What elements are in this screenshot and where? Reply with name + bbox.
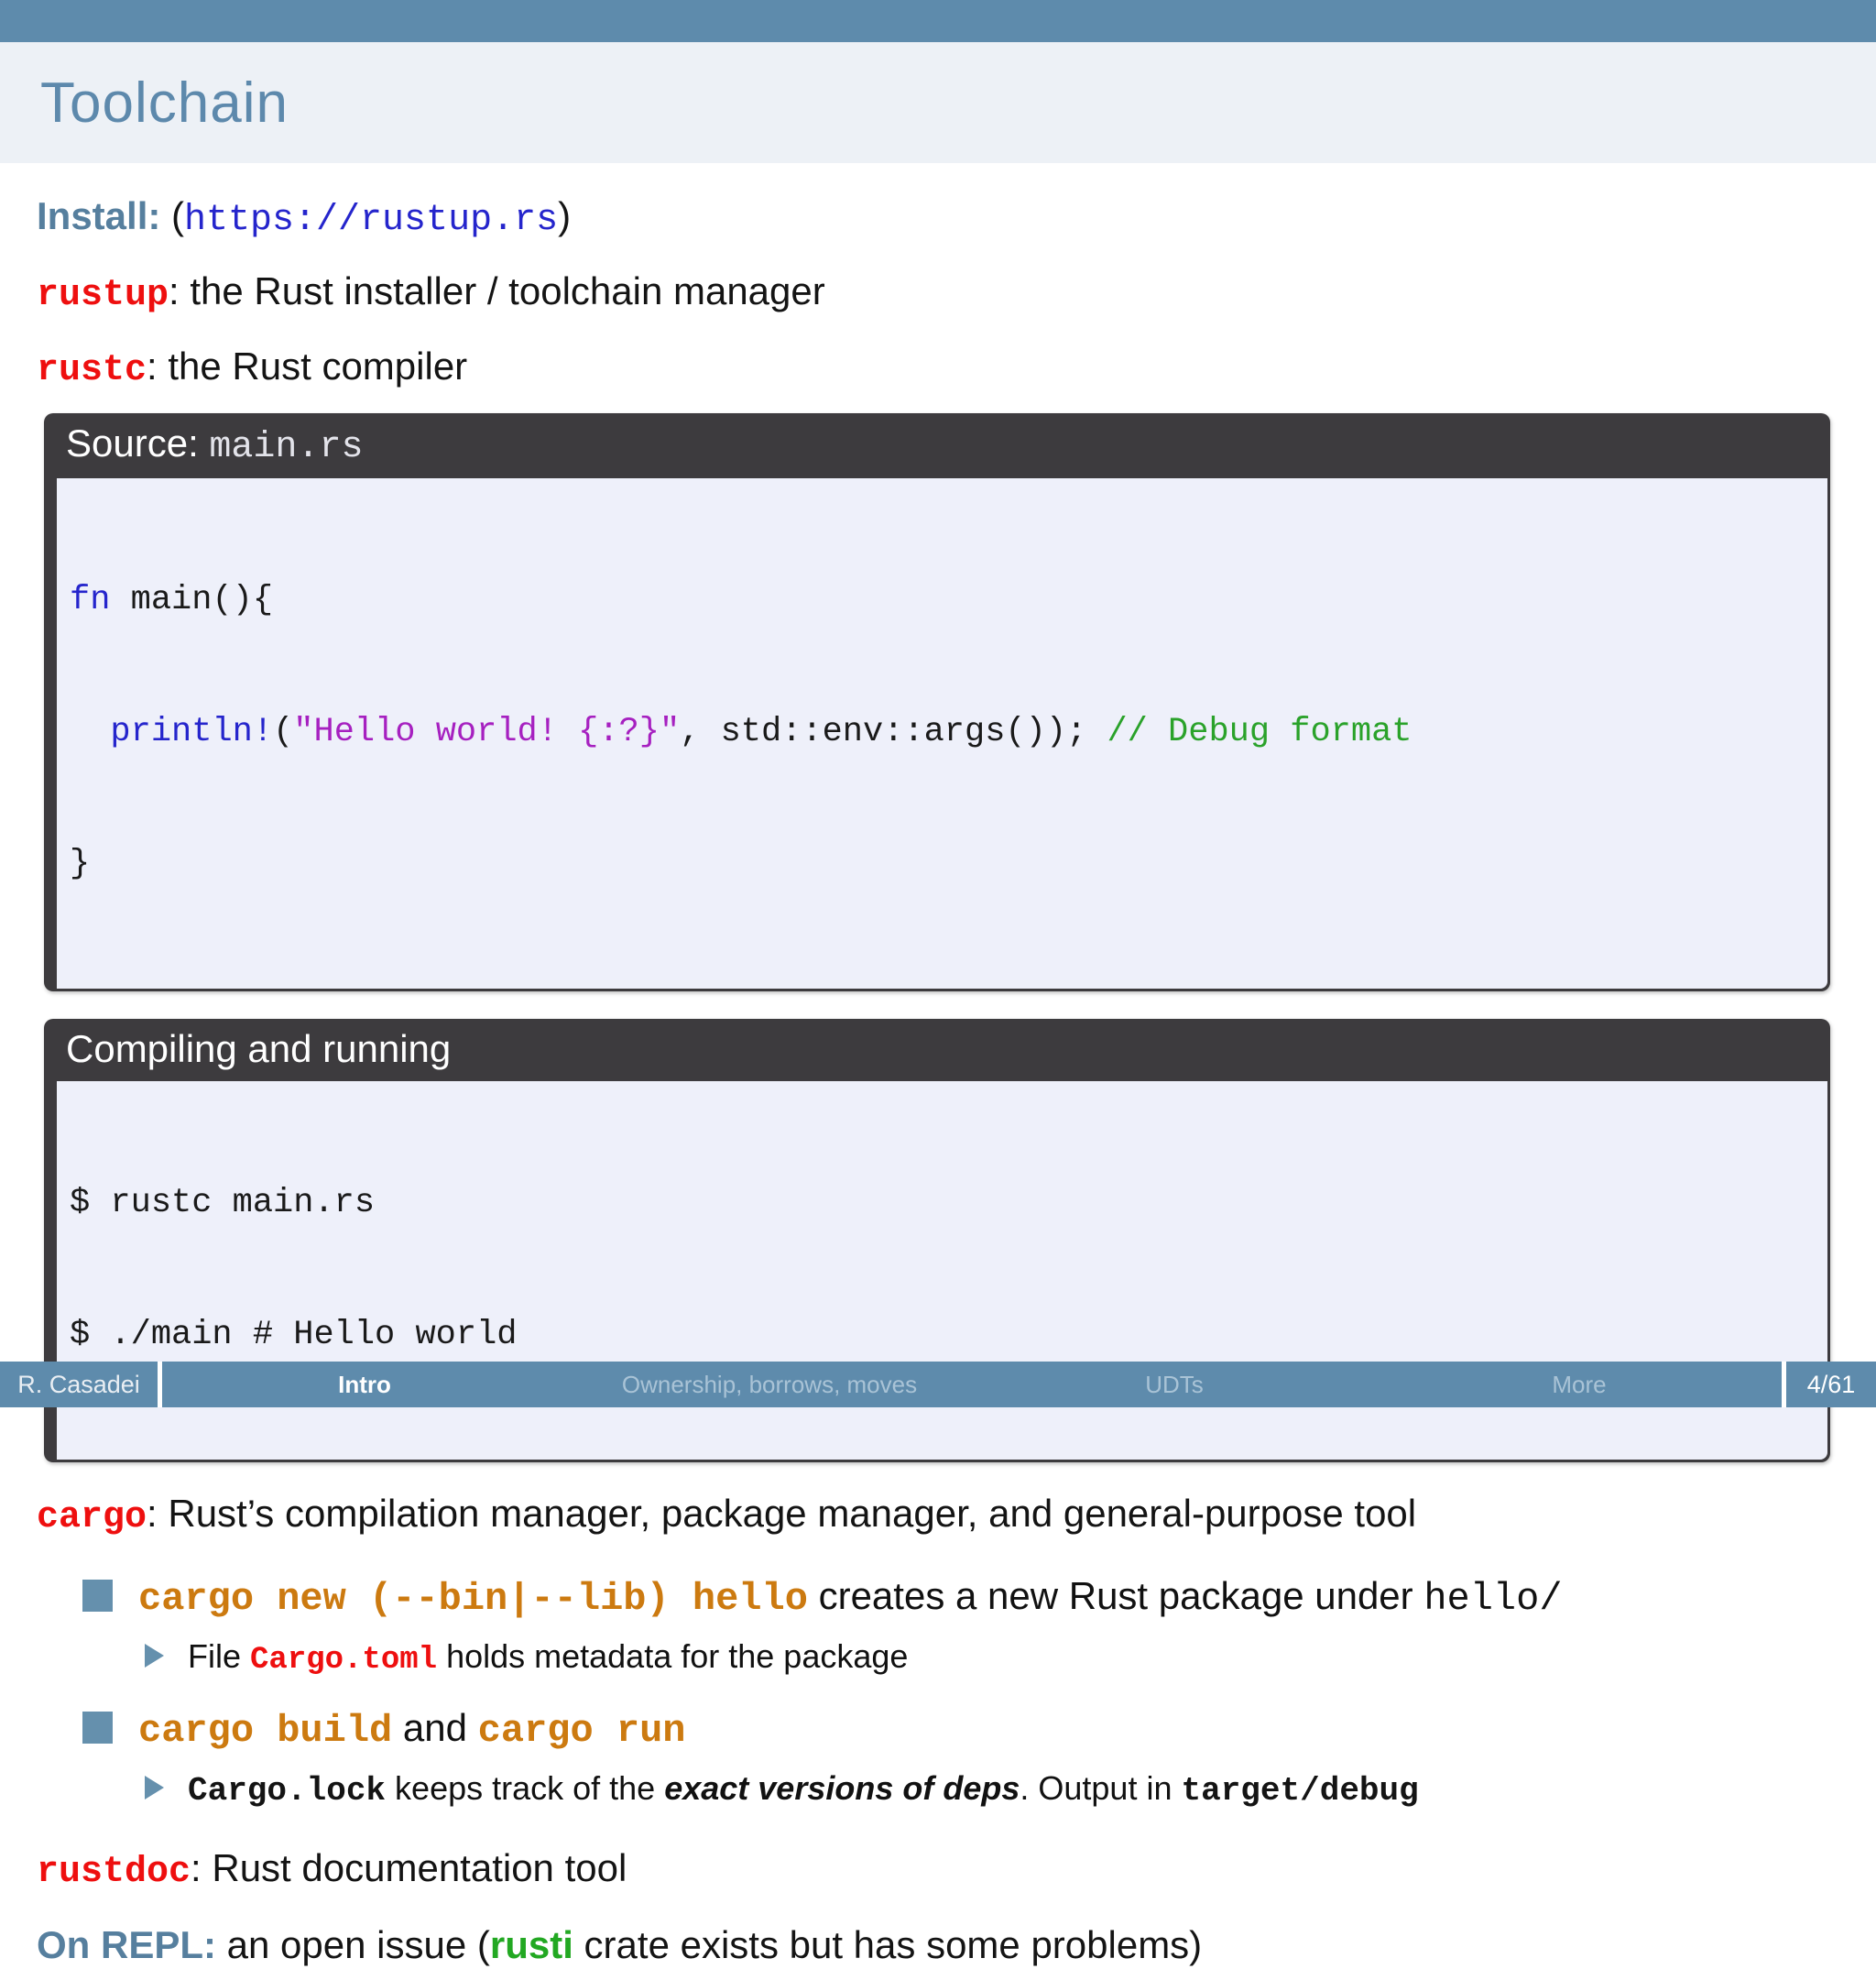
bullet-text: cargo build and cargo run bbox=[138, 1704, 686, 1756]
rustup-url-link[interactable]: https://rustup.rs bbox=[184, 200, 559, 241]
repl-text-segment: crate exists but has some problems) bbox=[573, 1923, 1203, 1967]
tool-name-rustc: rustc bbox=[37, 349, 147, 391]
footer-section-more[interactable]: More bbox=[1552, 1370, 1607, 1398]
shell-line: $ ./main # Hello world bbox=[70, 1315, 518, 1354]
footer-bar: R. Casadei Intro Ownership, borrows, mov… bbox=[0, 1362, 1876, 1407]
code-token-macro: println! bbox=[110, 712, 274, 751]
tool-desc-rustc: : the Rust compiler bbox=[147, 344, 468, 388]
target-debug-path: target/debug bbox=[1181, 1772, 1419, 1810]
tool-line-rustc: rustc: the Rust compiler bbox=[37, 343, 1836, 394]
repl-label: On REPL: bbox=[37, 1923, 216, 1967]
footer-section-udts[interactable]: UDTs bbox=[1145, 1370, 1204, 1398]
code-token-comment: // Debug format bbox=[1107, 712, 1412, 751]
bullet-square-icon bbox=[82, 1579, 113, 1612]
exact-versions-emphasis: exact versions of deps bbox=[664, 1769, 1020, 1808]
tool-desc-rustup: : the Rust installer / toolchain manager bbox=[169, 268, 825, 312]
footer-nav: Intro Ownership, borrows, moves UDTs Mor… bbox=[162, 1362, 1782, 1407]
bullet-text-segment: creates a new Rust package under bbox=[807, 1573, 1424, 1617]
cargo-build-command: cargo build bbox=[138, 1708, 393, 1753]
compile-block-title: Compiling and running bbox=[66, 1027, 452, 1071]
bullet-text-segment: holds metadata for the package bbox=[437, 1637, 909, 1676]
rusti-crate-name: rusti bbox=[489, 1923, 573, 1967]
code-token-keyword: fn bbox=[70, 580, 111, 619]
slide-title: Toolchain bbox=[40, 71, 289, 135]
tool-desc-rustdoc: : Rust documentation tool bbox=[191, 1846, 627, 1890]
cargo-toml-file: Cargo.toml bbox=[250, 1643, 438, 1679]
source-block-filename: main.rs bbox=[209, 427, 364, 469]
bullet-text-segment: . Output in bbox=[1020, 1769, 1182, 1808]
footer-author: R. Casadei bbox=[0, 1362, 158, 1407]
code-token: main(){ bbox=[110, 580, 274, 619]
bullet-cargo-new: cargo new (--bin|--lib) hello creates a … bbox=[37, 1572, 1836, 1624]
tool-name-rustup: rustup bbox=[37, 274, 169, 316]
cargo-new-command: cargo new (--bin|--lib) hello bbox=[138, 1576, 808, 1621]
bullet-text-segment: keeps track of the bbox=[386, 1769, 665, 1808]
bullet-triangle-icon bbox=[145, 1776, 164, 1800]
tool-line-rustup: rustup: the Rust installer / toolchain m… bbox=[37, 268, 1836, 319]
footer-page-number: 4/61 bbox=[1786, 1362, 1876, 1407]
repl-text-segment: an open issue ( bbox=[216, 1923, 490, 1967]
code-line: println!("Hello world! {:?}", std::env::… bbox=[70, 710, 1811, 754]
subbullet-cargo-lock: Cargo.lock keeps track of the exact vers… bbox=[37, 1767, 1836, 1811]
shell-line: $ rustc main.rs bbox=[70, 1183, 376, 1222]
bullet-triangle-icon bbox=[145, 1644, 164, 1668]
compile-block-header: Compiling and running bbox=[57, 1019, 1827, 1081]
code-line: } bbox=[70, 842, 1811, 886]
code-token: } bbox=[70, 845, 91, 884]
bullet-text: File Cargo.toml holds metadata for the p… bbox=[188, 1635, 908, 1680]
top-accent-bar bbox=[0, 0, 1876, 42]
bullet-text-segment: File bbox=[188, 1637, 251, 1676]
code-token: , std::env::args()); bbox=[680, 712, 1107, 751]
slide-content: Install: (https://rustup.rs) rustup: the… bbox=[0, 163, 1876, 1969]
cargo-lock-file: Cargo.lock bbox=[188, 1772, 387, 1810]
footer-section-intro[interactable]: Intro bbox=[338, 1370, 391, 1398]
bullet-cargo-build-run: cargo build and cargo run bbox=[37, 1704, 1836, 1756]
tool-desc-cargo: : Rust’s compilation manager, package ma… bbox=[147, 1492, 1417, 1536]
source-block: Source: main.rs fn main(){ println!("Hel… bbox=[44, 413, 1830, 992]
tool-line-rustdoc: rustdoc: Rust documentation tool bbox=[37, 1844, 1836, 1896]
source-code-area: fn main(){ println!("Hello world! {:?}",… bbox=[57, 478, 1827, 990]
bullet-text-segment: and bbox=[392, 1705, 478, 1749]
repl-line: On REPL: an open issue (rusti crate exis… bbox=[37, 1921, 1836, 1968]
install-line: Install: (https://rustup.rs) bbox=[37, 192, 1836, 244]
install-label: Install: bbox=[37, 194, 161, 237]
source-block-header: Source: main.rs bbox=[57, 413, 1827, 478]
code-token: ( bbox=[273, 712, 294, 751]
code-line: fn main(){ bbox=[70, 578, 1811, 622]
install-open-paren: ( bbox=[160, 194, 185, 237]
source-block-title: Source: bbox=[66, 421, 210, 465]
install-close-paren: ) bbox=[558, 194, 572, 237]
title-band: Toolchain bbox=[0, 42, 1876, 163]
tool-line-cargo: cargo: Rust’s compilation manager, packa… bbox=[37, 1490, 1836, 1541]
subbullet-cargo-toml: File Cargo.toml holds metadata for the p… bbox=[37, 1635, 1836, 1680]
bullet-text: Cargo.lock keeps track of the exact vers… bbox=[188, 1767, 1419, 1811]
tool-name-cargo: cargo bbox=[37, 1497, 147, 1539]
cargo-run-command: cargo run bbox=[477, 1708, 686, 1753]
code-token-string: "Hello world! {:?}" bbox=[293, 712, 681, 751]
hello-path: hello/ bbox=[1423, 1576, 1563, 1621]
footer-section-ownership[interactable]: Ownership, borrows, moves bbox=[621, 1370, 918, 1398]
bullet-text: cargo new (--bin|--lib) hello creates a … bbox=[138, 1572, 1563, 1624]
tool-name-rustdoc: rustdoc bbox=[37, 1852, 191, 1894]
code-token bbox=[70, 713, 110, 751]
bullet-square-icon bbox=[82, 1711, 113, 1744]
